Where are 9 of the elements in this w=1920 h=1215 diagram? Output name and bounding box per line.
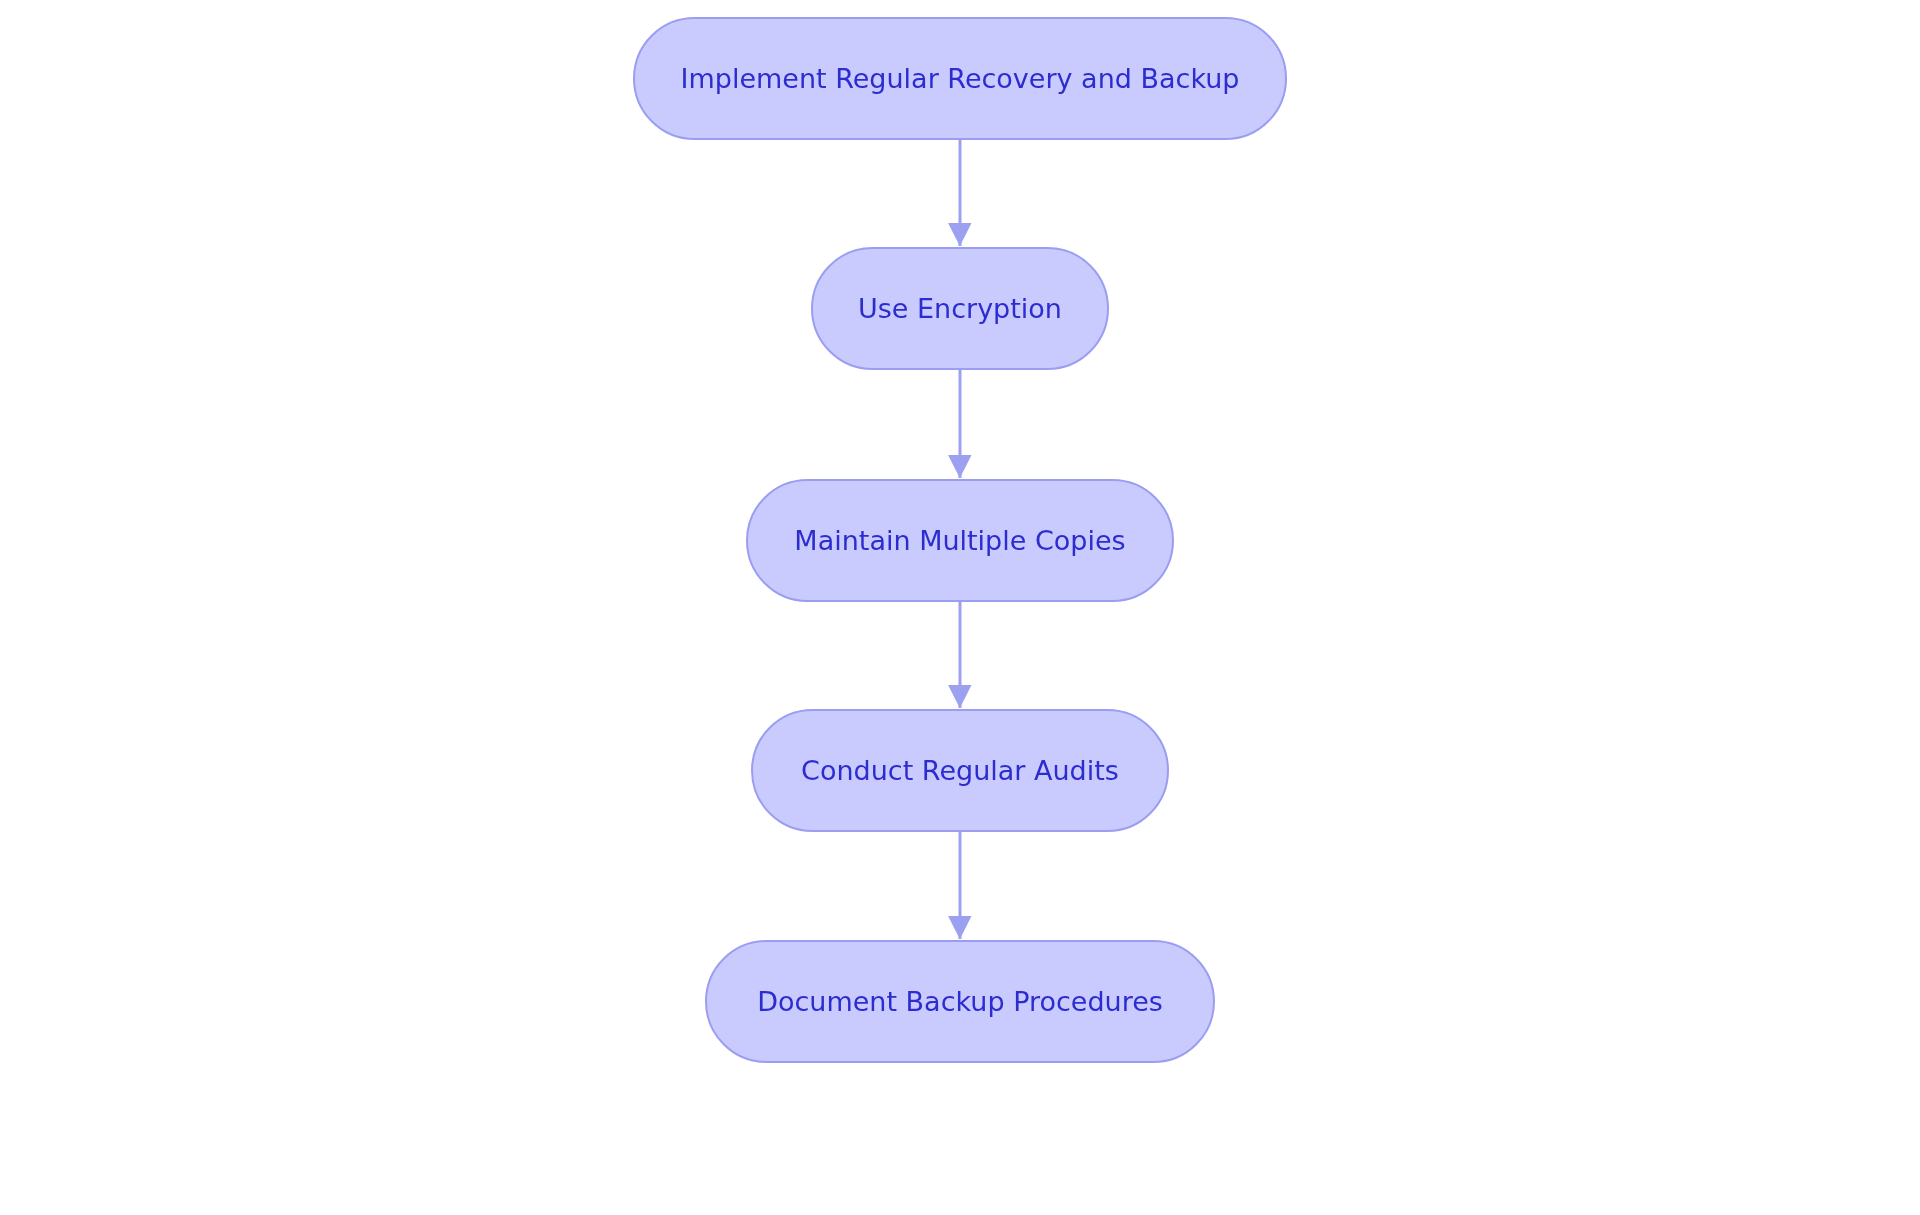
step-label: Maintain Multiple Copies	[794, 525, 1126, 556]
arrow	[948, 832, 972, 940]
arrow	[948, 602, 972, 709]
arrow	[948, 370, 972, 479]
step-label: Document Backup Procedures	[757, 986, 1163, 1017]
step-label: Implement Regular Recovery and Backup	[680, 63, 1240, 94]
arrow	[948, 140, 972, 247]
step-label: Conduct Regular Audits	[801, 755, 1119, 786]
step-label: Use Encryption	[858, 293, 1062, 324]
